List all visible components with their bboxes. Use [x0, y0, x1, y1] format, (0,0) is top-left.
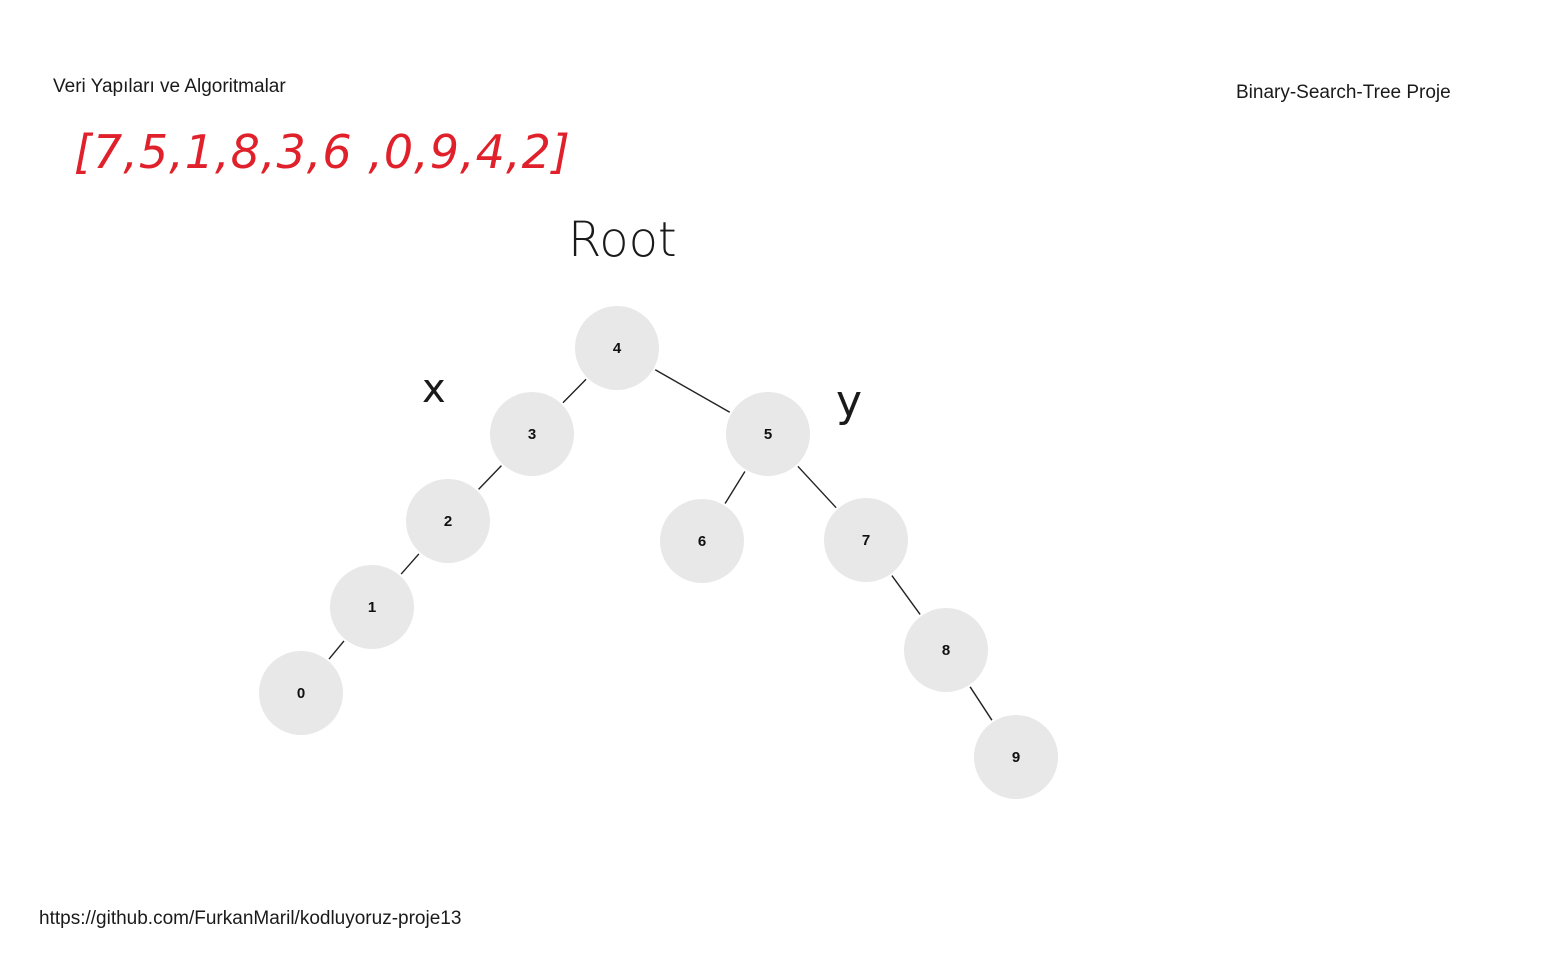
tree-edge-n5-n6: [724, 471, 746, 504]
tree-node-circle: [259, 651, 343, 735]
course-title: Veri Yapıları ve Algoritmalar: [53, 76, 286, 97]
tree-node-circle: [575, 306, 659, 390]
root-annotation: Root: [568, 212, 677, 268]
tree-edge-n5-n7: [797, 465, 837, 509]
tree-node-9: 9: [974, 715, 1058, 799]
tree-node-5: 5: [726, 392, 810, 476]
tree-edge-n7-n8: [891, 575, 921, 615]
tree-node-circle: [406, 479, 490, 563]
tree-node-circle: [974, 715, 1058, 799]
tree-node-circle: [726, 392, 810, 476]
input-array-handwritten: [7,5,1,8,3,6 ,0,9,4,2]: [74, 125, 571, 179]
tree-node-1: 1: [330, 565, 414, 649]
tree-node-8: 8: [904, 608, 988, 692]
tree-edge-n3-n2: [478, 465, 502, 490]
tree-node-circle: [330, 565, 414, 649]
tree-node-label: 4: [613, 340, 622, 357]
project-title: Binary-Search-Tree Proje: [1236, 82, 1451, 103]
left-subtree-annotation: x: [422, 366, 446, 412]
tree-edge-n8-n9: [969, 686, 993, 721]
tree-edges: [328, 369, 993, 721]
tree-node-0: 0: [259, 651, 343, 735]
tree-node-circle: [490, 392, 574, 476]
right-subtree-annotation: y: [836, 376, 863, 427]
tree-node-label: 8: [942, 642, 950, 659]
tree-node-label: 2: [444, 513, 452, 530]
tree-node-label: 0: [297, 685, 305, 702]
tree-node-label: 3: [528, 426, 536, 443]
github-link[interactable]: https://github.com/FurkanMaril/kodluyoru…: [39, 908, 462, 929]
tree-node-circle: [824, 498, 908, 582]
tree-edge-n4-n5: [654, 369, 731, 413]
tree-node-7: 7: [824, 498, 908, 582]
tree-node-label: 1: [368, 599, 376, 616]
tree-node-label: 9: [1012, 749, 1020, 766]
tree-edge-n1-n0: [328, 640, 345, 660]
tree-edge-n2-n1: [400, 553, 420, 575]
tree-nodes: 4 3 5 2 6 7 1 8 0 9: [259, 306, 1058, 799]
tree-node-label: 7: [862, 532, 870, 549]
tree-node-circle: [904, 608, 988, 692]
tree-node-4: 4: [575, 306, 659, 390]
tree-node-circle: [660, 499, 744, 583]
tree-edge-n4-n3: [562, 378, 587, 404]
tree-node-label: 6: [698, 533, 706, 550]
tree-node-2: 2: [406, 479, 490, 563]
tree-node-label: 5: [764, 426, 772, 443]
tree-node-3: 3: [490, 392, 574, 476]
tree-node-6: 6: [660, 499, 744, 583]
